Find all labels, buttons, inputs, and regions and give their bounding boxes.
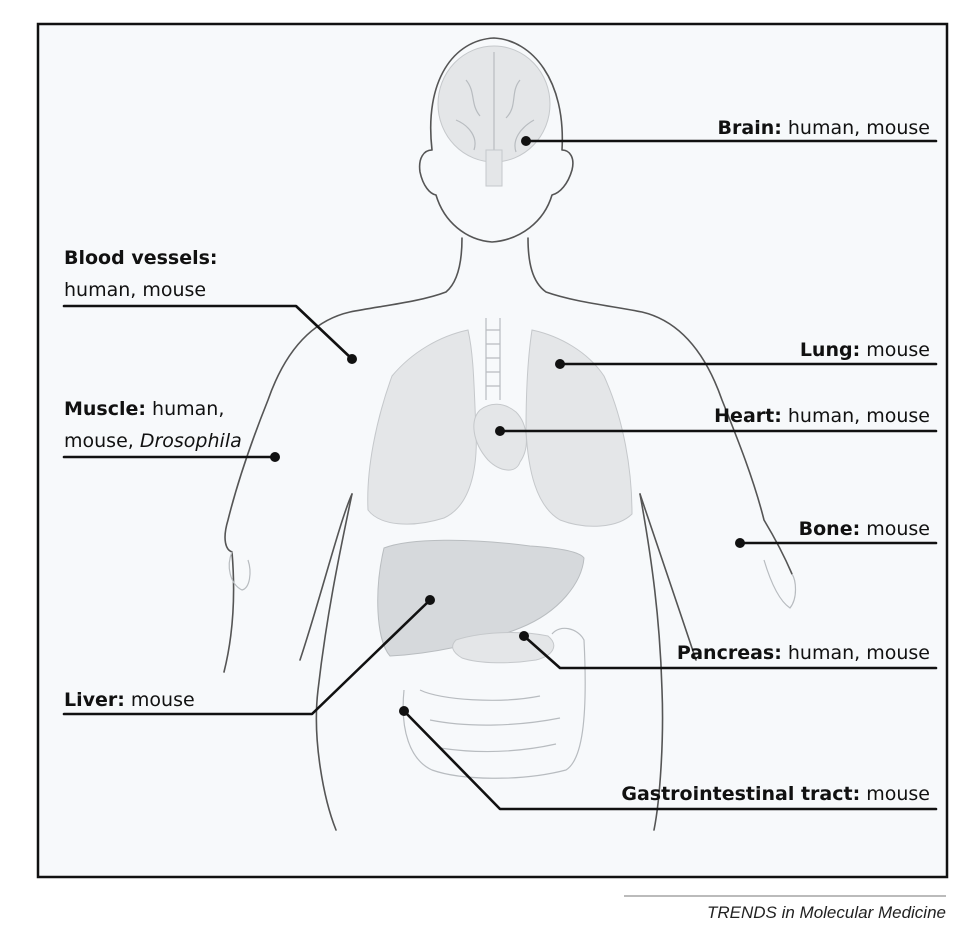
brain-dot — [521, 136, 531, 146]
pancreas-dot — [519, 631, 529, 641]
muscle-dot — [270, 452, 280, 462]
heart-dot — [495, 426, 505, 436]
credit-text: TRENDS in Molecular Medicine — [707, 903, 946, 922]
brain-label: Brain: human, mouse — [718, 117, 930, 139]
liver-label: Liver: mouse — [64, 689, 195, 711]
muscle-label: Muscle: human, — [64, 398, 224, 420]
liver-dot — [425, 595, 435, 605]
heart-label: Heart: human, mouse — [714, 405, 930, 427]
gi-tract-label: Gastrointestinal tract: mouse — [621, 783, 930, 805]
blood-vessels-models: human, mouse — [64, 279, 206, 301]
pancreas-label: Pancreas: human, mouse — [677, 642, 930, 664]
blood-vessels-label: Blood vessels: — [64, 247, 218, 269]
lung-label: Lung: mouse — [800, 339, 930, 361]
gi-tract-dot — [399, 706, 409, 716]
muscle-models: mouse, Drosophila — [64, 430, 242, 452]
bone-label: Bone: mouse — [799, 518, 930, 540]
bone-dot — [735, 538, 745, 548]
brain-stem — [486, 150, 502, 186]
blood-vessels-dot — [347, 354, 357, 364]
lung-dot — [555, 359, 565, 369]
